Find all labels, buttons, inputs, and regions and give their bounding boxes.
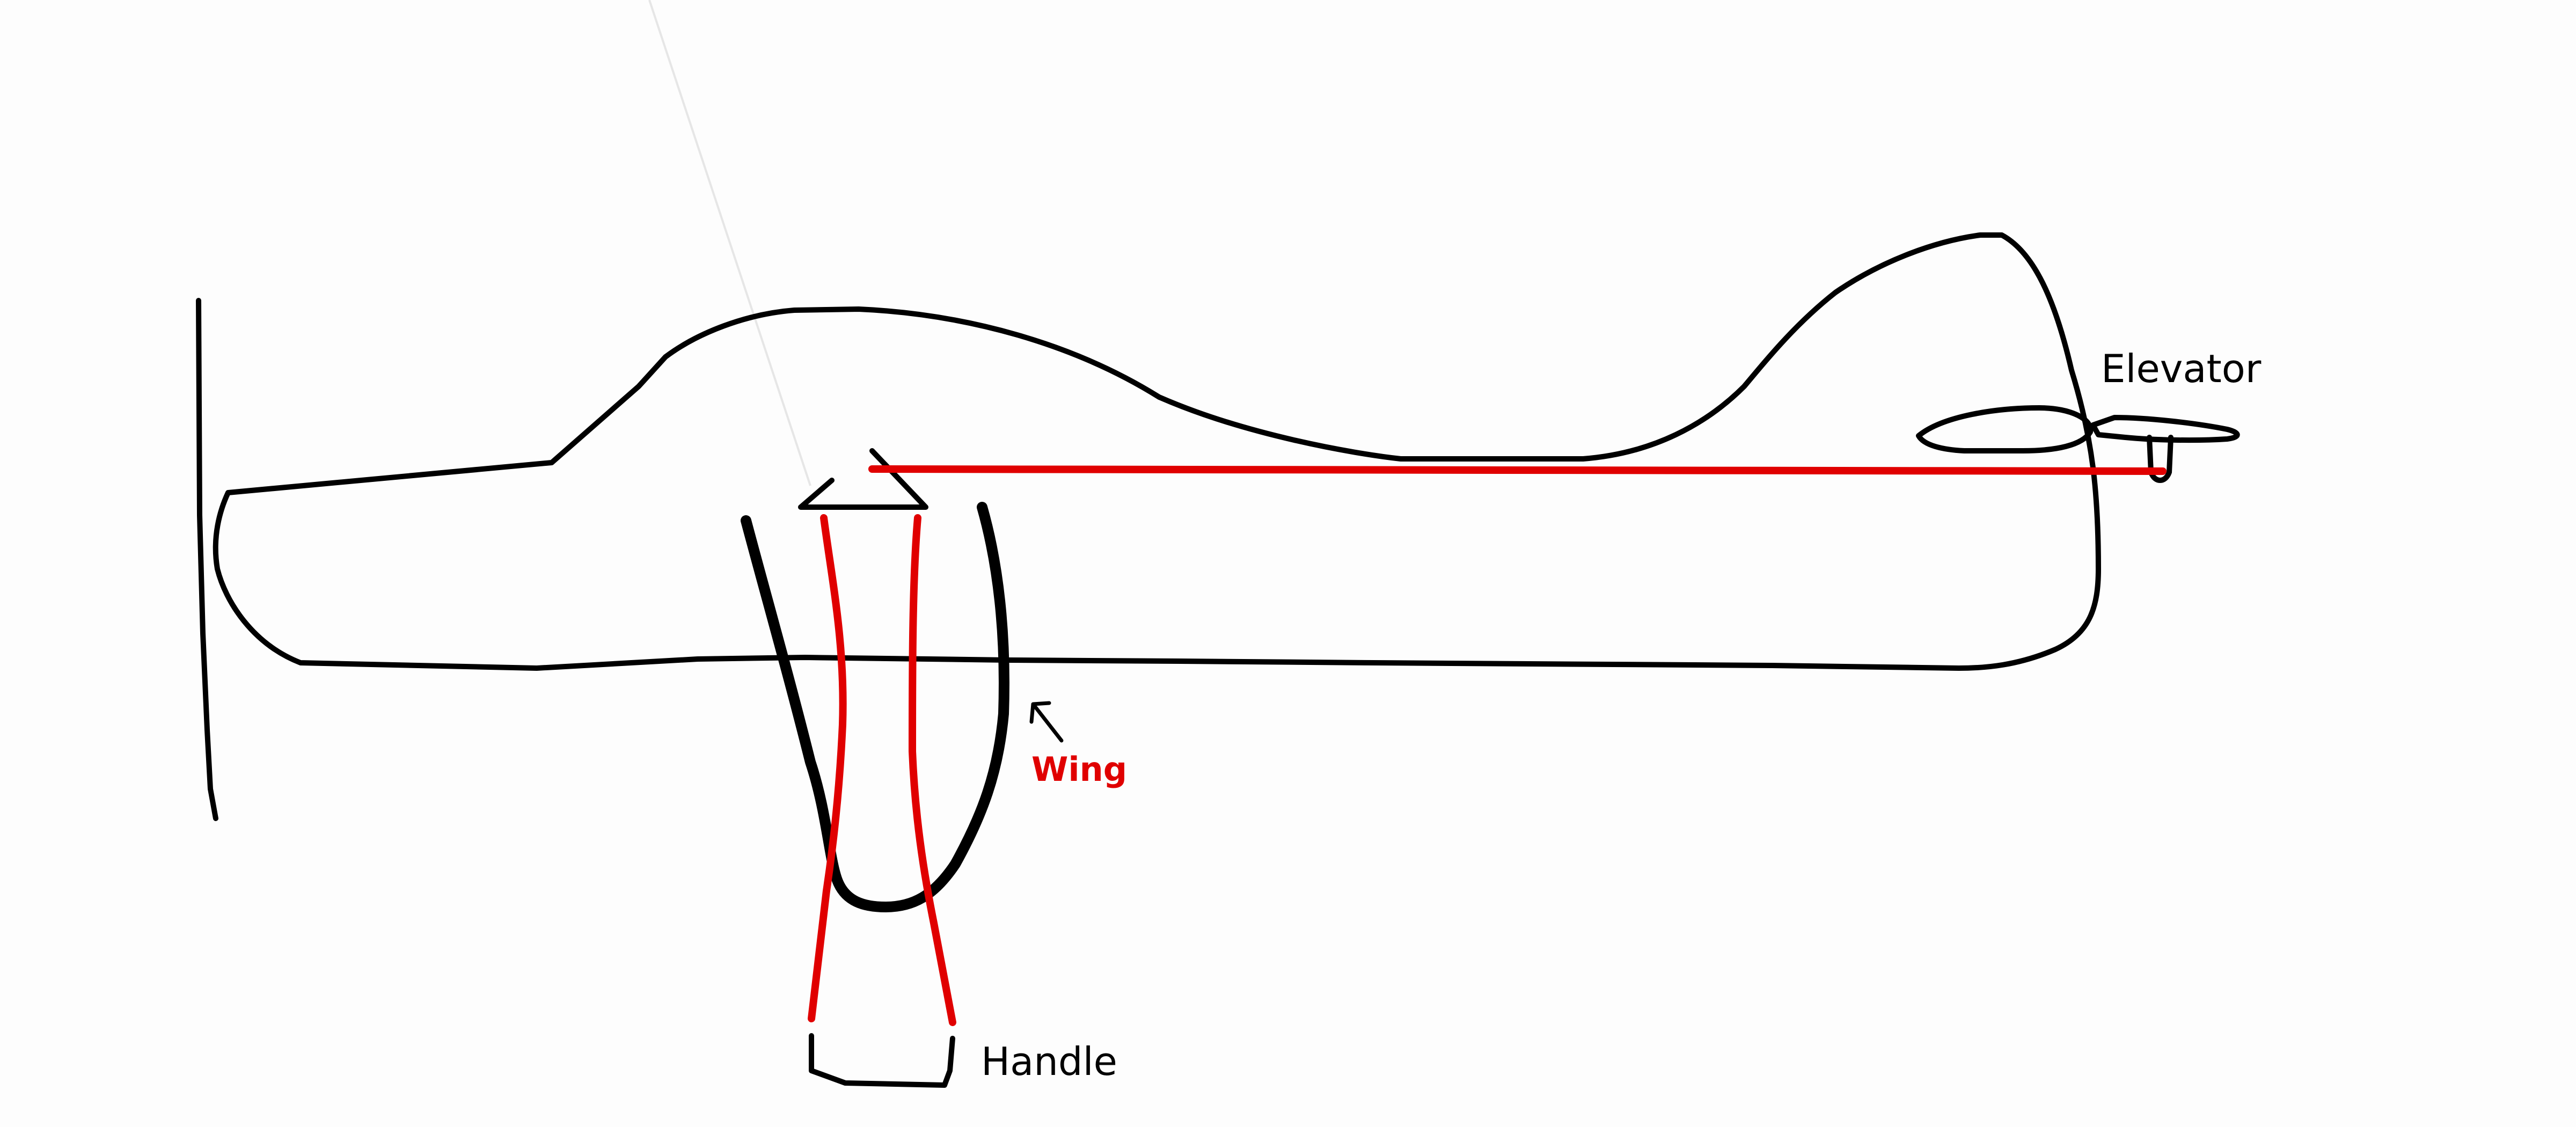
elevator-label: Elevator <box>2101 346 2262 391</box>
fuselage-outline <box>213 232 2101 671</box>
faint-guide-line <box>648 0 811 486</box>
control-line-left <box>808 514 847 1022</box>
wing-label: Wing <box>1031 750 1127 789</box>
tail-stabilizer <box>1916 405 2094 453</box>
elevator-surface <box>2090 415 2240 443</box>
push-rod <box>868 465 2167 475</box>
handle <box>809 1033 955 1088</box>
wing-outline <box>741 502 1009 912</box>
control-line-right <box>909 514 956 1026</box>
propeller <box>196 298 218 821</box>
bellcrank <box>798 448 928 510</box>
handle-label: Handle <box>981 1039 1117 1084</box>
wing-arrow <box>1029 701 1064 743</box>
